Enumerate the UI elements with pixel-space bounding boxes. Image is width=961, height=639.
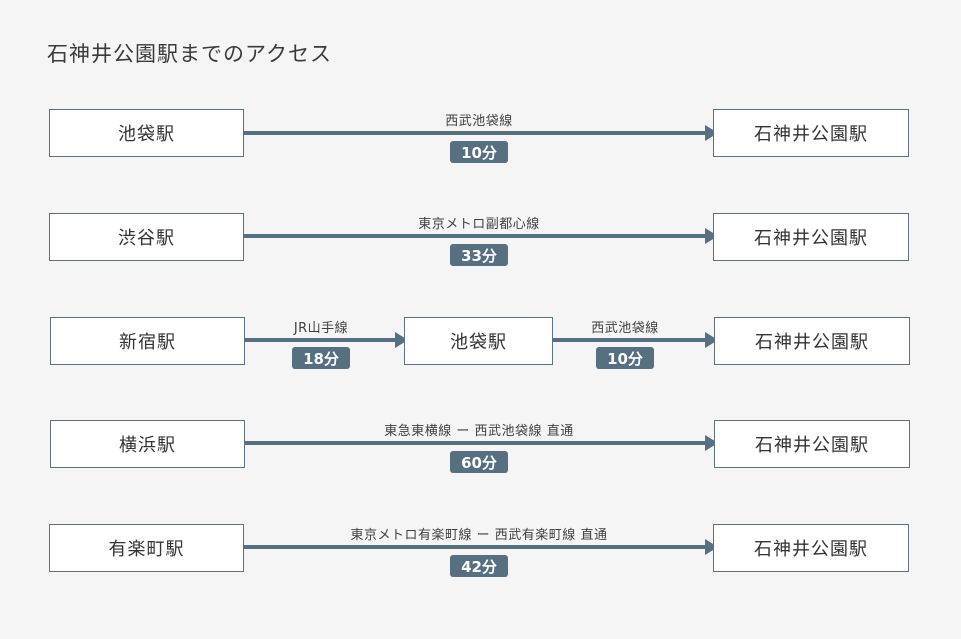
destination-station-box: 石神井公園駅	[713, 213, 909, 261]
travel-time-badge: 33分	[450, 244, 508, 266]
travel-time-badge: 42分	[450, 555, 508, 577]
line-name-label: 西武池袋線	[445, 114, 513, 129]
destination-station-box: 石神井公園駅	[713, 524, 909, 572]
route-arrow	[553, 332, 718, 348]
destination-station-box: 石神井公園駅	[714, 420, 910, 468]
route-arrow	[244, 228, 718, 244]
route-arrow	[244, 539, 718, 555]
origin-station-box: 横浜駅	[50, 420, 245, 468]
line-name-label: 東京メトロ有楽町線 ー 西武有楽町線 直通	[350, 528, 608, 543]
line-name-label: JR山手線	[293, 321, 349, 336]
origin-station-box: 池袋駅	[49, 109, 244, 157]
destination-station-box: 石神井公園駅	[714, 317, 910, 365]
route-arrow	[245, 332, 408, 348]
travel-time-badge: 60分	[450, 451, 508, 473]
origin-station-box: 渋谷駅	[49, 213, 244, 261]
line-name-label: 東京メトロ副都心線	[418, 217, 540, 232]
route-arrow	[245, 435, 718, 451]
route-arrow	[244, 125, 718, 141]
destination-station-box: 石神井公園駅	[713, 109, 909, 157]
travel-time-badge: 10分	[596, 347, 654, 369]
travel-time-badge: 10分	[450, 141, 508, 163]
line-name-label: 東急東横線 ー 西武池袋線 直通	[384, 424, 574, 439]
origin-station-box: 有楽町駅	[49, 524, 244, 572]
page-title: 石神井公園駅までのアクセス	[47, 42, 332, 66]
travel-time-badge: 18分	[292, 347, 350, 369]
origin-station-box: 新宿駅	[50, 317, 245, 365]
line-name-label: 西武池袋線	[591, 321, 659, 336]
transfer-station-box: 池袋駅	[404, 317, 553, 365]
